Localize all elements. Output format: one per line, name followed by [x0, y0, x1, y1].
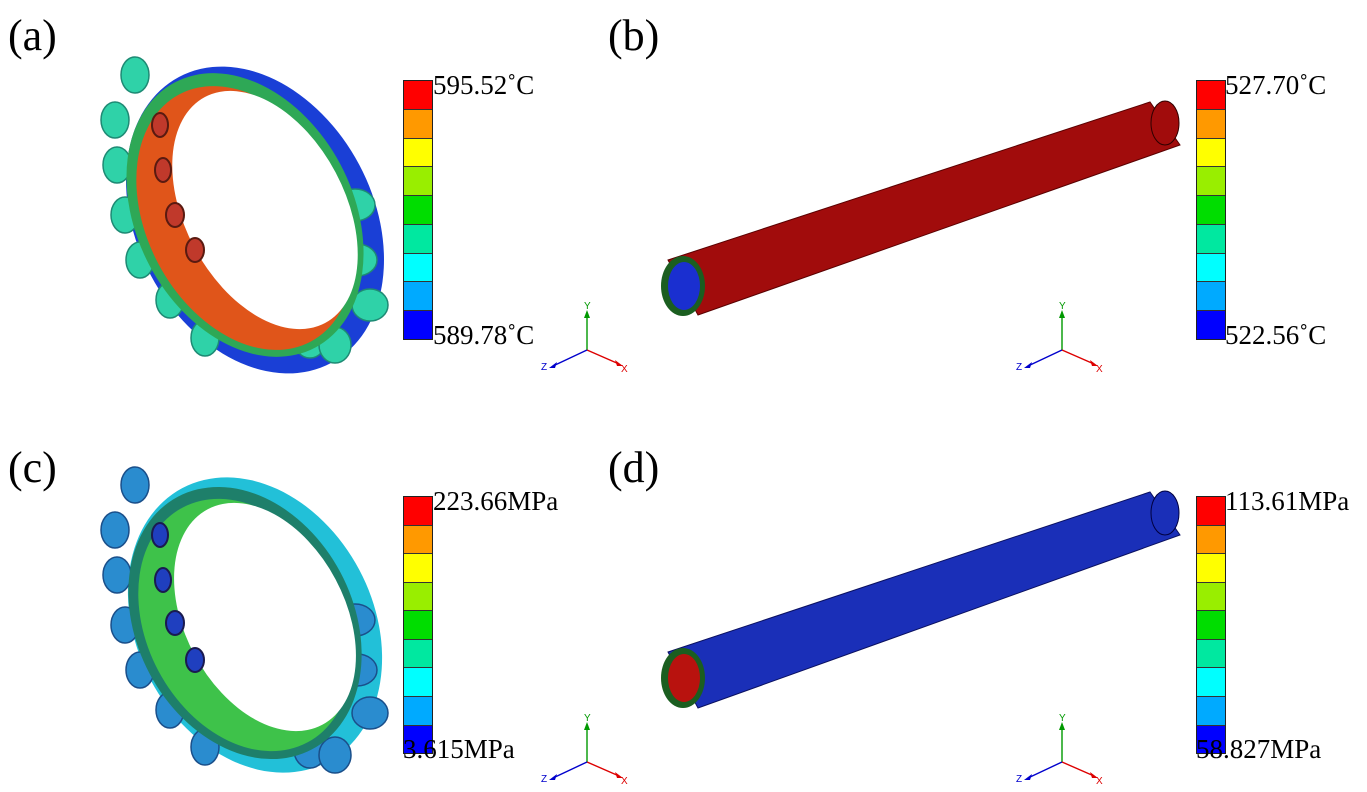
axis-label-y: Y: [1059, 301, 1066, 312]
legend-colorbar-c: [403, 496, 433, 754]
legend-swatch: [404, 525, 432, 555]
tube-temperature-model: [661, 100, 1181, 316]
legend-swatch: [1197, 725, 1225, 754]
legend-swatch: [1197, 167, 1225, 197]
legend-max-b: 527.70˚C: [1225, 70, 1327, 100]
axis-label-y: Y: [584, 301, 591, 312]
legend-swatch: [404, 224, 432, 254]
legend-min-a: 589.78˚C: [433, 320, 535, 350]
ring-header-temperature-model: [100, 56, 389, 374]
legend-swatch: [1197, 138, 1225, 168]
legend-max-a: 595.52˚C: [433, 70, 535, 100]
axis-label-y: Y: [1059, 713, 1066, 724]
legend-swatch: [404, 639, 432, 669]
legend-swatch: [404, 668, 432, 697]
panel-label-a: (a): [8, 11, 57, 60]
axis-label-z: Z: [1016, 774, 1022, 785]
legend-swatch: [404, 138, 432, 168]
legend-swatch: [1197, 554, 1225, 583]
axis-label-x: X: [1096, 776, 1103, 787]
legend-swatch: [1197, 696, 1225, 726]
legend-colorbar-d: [1196, 496, 1226, 754]
axis-triad-a: Y X Z: [541, 301, 628, 375]
legend-swatch: [404, 725, 432, 754]
axis-triad-c: Y X Z: [541, 713, 628, 787]
panel-label-b: (b): [608, 11, 660, 60]
legend-swatch: [404, 497, 432, 526]
legend-swatch: [1197, 582, 1225, 612]
legend-swatch: [1197, 253, 1225, 283]
legend-max-c: 223.66MPa: [433, 486, 559, 516]
legend-colorbar-b: [1196, 80, 1226, 340]
legend-swatch: [1197, 668, 1225, 697]
legend-swatch: [1197, 497, 1225, 526]
tube-stress-model: [661, 490, 1181, 709]
legend-swatch: [404, 554, 432, 583]
legend-swatch: [1197, 109, 1225, 139]
legend-swatch: [1197, 525, 1225, 555]
axis-label-z: Z: [541, 362, 547, 373]
legend-swatch: [1197, 639, 1225, 669]
legend-swatch: [404, 81, 432, 110]
axis-label-y: Y: [584, 713, 591, 724]
legend-min-c: 3.615MPa: [403, 734, 515, 764]
legend-swatch: [1197, 311, 1225, 340]
panel-label-d: (d): [608, 443, 660, 492]
legend-swatch: [1197, 81, 1225, 110]
legend-max-d: 113.61MPa: [1225, 486, 1350, 516]
legend-swatch: [404, 282, 432, 312]
legend-swatch: [404, 196, 432, 225]
legend-swatch: [404, 109, 432, 139]
legend-min-b: 522.56˚C: [1225, 320, 1327, 350]
legend-swatch: [404, 167, 432, 197]
legend-swatch: [404, 696, 432, 726]
legend-swatch: [404, 582, 432, 612]
legend-colorbar-a: [403, 80, 433, 340]
axis-label-x: X: [1096, 364, 1103, 375]
legend-swatch: [404, 311, 432, 340]
legend-swatch: [404, 253, 432, 283]
axis-label-z: Z: [541, 774, 547, 785]
legend-swatch: [404, 611, 432, 640]
legend-swatch: [1197, 282, 1225, 312]
axis-label-x: X: [621, 776, 628, 787]
axis-triad-b: Y X Z: [1016, 301, 1103, 375]
axis-triad-d: Y X Z: [1016, 713, 1103, 787]
axis-label-z: Z: [1016, 362, 1022, 373]
axis-label-x: X: [621, 364, 628, 375]
panel-label-c: (c): [8, 443, 57, 492]
ring-header-stress-model: [100, 466, 389, 774]
legend-min-d: 58.827MPa: [1196, 734, 1322, 764]
legend-swatch: [1197, 196, 1225, 225]
legend-swatch: [1197, 224, 1225, 254]
legend-swatch: [1197, 611, 1225, 640]
